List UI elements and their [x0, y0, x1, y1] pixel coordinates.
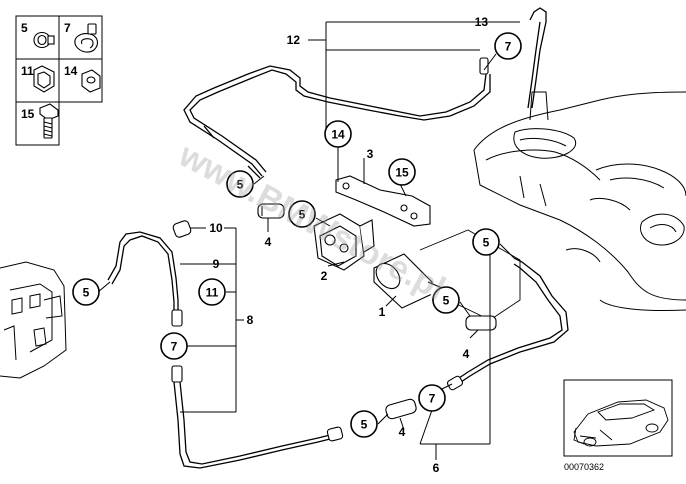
svg-text:5: 5	[299, 208, 306, 222]
svg-text:7: 7	[64, 21, 71, 35]
callout-11: 11	[198, 278, 226, 306]
label-4-c: 4	[399, 425, 406, 439]
label-12: 12	[287, 33, 301, 47]
svg-text:5: 5	[443, 294, 450, 308]
label-3: 3	[367, 147, 374, 161]
callout-5-right: 5	[472, 228, 500, 256]
label-13: 13	[475, 15, 489, 29]
vent-line-top	[183, 57, 491, 179]
callout-15: 15	[388, 158, 416, 186]
svg-text:15: 15	[395, 166, 409, 180]
callout-5-b: 5	[288, 200, 316, 228]
callout-5-bottom: 5	[350, 410, 378, 438]
hose-part-4-lower	[385, 398, 417, 420]
label-2: 2	[321, 269, 328, 283]
svg-text:7: 7	[429, 392, 436, 406]
callout-14: 14	[324, 120, 352, 148]
pressure-regulator-part-2	[313, 213, 375, 271]
catalog-code: 00070362	[564, 462, 604, 472]
svg-text:7: 7	[505, 40, 512, 54]
rubber-sleeve-part-10	[172, 220, 192, 238]
label-6: 6	[433, 461, 440, 475]
hex-nut-icon: 14	[64, 64, 101, 93]
callout-5-fuel-pump: 5	[432, 286, 460, 314]
filler-vent-tube	[527, 7, 547, 109]
svg-text:14: 14	[331, 128, 345, 142]
svg-text:7: 7	[171, 340, 178, 354]
hose-part-4-mid	[465, 315, 497, 331]
svg-text:15: 15	[21, 107, 35, 121]
callout-5-a: 5	[226, 170, 254, 198]
callout-7-top: 7	[494, 32, 522, 60]
screw-clamp-icon: 7	[64, 21, 99, 53]
legend-box: 5 7 11 14 15	[15, 15, 103, 146]
fuel-line-right	[446, 257, 569, 391]
svg-text:5: 5	[237, 178, 244, 192]
holder-clip-icon: 11	[21, 64, 55, 93]
leader-lines	[97, 21, 520, 460]
label-10: 10	[209, 221, 223, 235]
bracket-part-3	[335, 175, 431, 227]
svg-text:11: 11	[21, 64, 34, 78]
label-9: 9	[213, 257, 220, 271]
callout-5-left: 5	[72, 278, 100, 306]
hose-part-4-upper	[257, 203, 285, 219]
fuel-filter-part-1	[373, 253, 445, 309]
label-8: 8	[247, 313, 254, 327]
fuel-tank-outline	[473, 91, 686, 311]
callout-7-mid: 7	[160, 332, 188, 360]
svg-text:5: 5	[483, 236, 490, 250]
hose-clamp-icon: 5	[21, 21, 55, 49]
car-thumbnail-icon	[563, 379, 673, 457]
svg-text:5: 5	[83, 286, 90, 300]
label-4-b: 4	[463, 347, 470, 361]
fuel-line-left	[107, 231, 344, 469]
svg-text:5: 5	[361, 418, 368, 432]
callout-7-bottom: 7	[418, 384, 446, 412]
svg-text:5: 5	[21, 21, 28, 35]
label-1: 1	[379, 305, 386, 319]
svg-text:14: 14	[64, 64, 78, 78]
svg-text:11: 11	[206, 286, 219, 300]
label-4-a: 4	[265, 235, 272, 249]
carbon-canister-unit	[0, 261, 67, 379]
screw-icon: 15	[21, 103, 59, 139]
